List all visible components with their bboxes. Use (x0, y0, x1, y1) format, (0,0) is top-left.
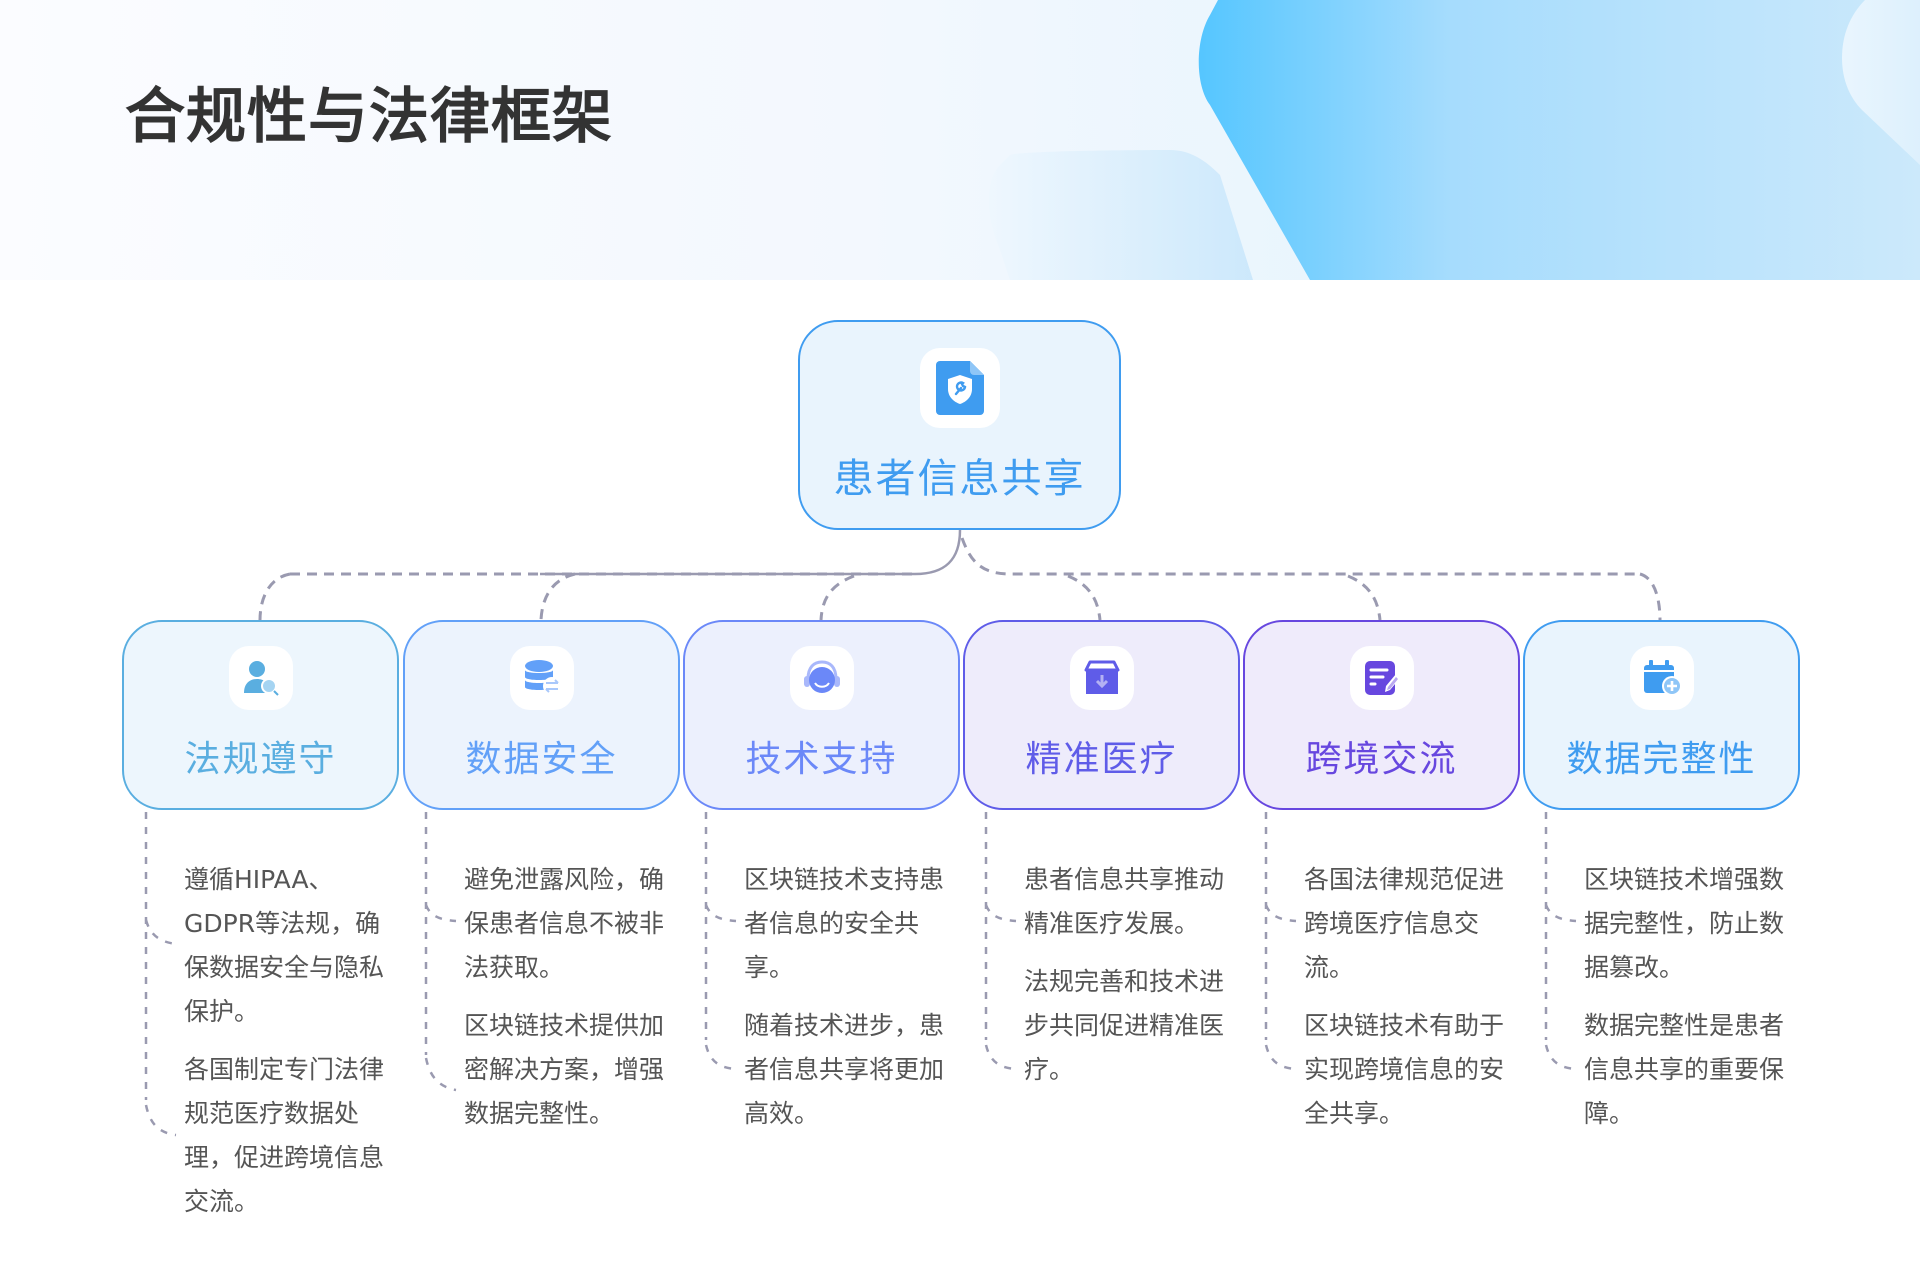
child-icon-box (509, 646, 574, 710)
description-precision-medicine: 患者信息共享推动精准医疗发展。 法规完善和技术进步共同促进精准医疗。 (1024, 858, 1239, 1106)
description-paragraph: 区块链技术提供加密解决方案，增强数据完整性。 (464, 1011, 665, 1128)
child-label: 精准医疗 (1025, 739, 1178, 780)
child-label: 数据完整性 (1566, 739, 1757, 780)
description-regulatory-compliance: 遵循HIPAA、GDPR等法规，确保数据安全与隐私保护。 各国制定专门法律规范医… (184, 858, 399, 1238)
description-paragraph: 法规完善和技术进步共同促进精准医疗。 (1024, 967, 1225, 1084)
decorative-background-shapes (988, 0, 1920, 280)
child-node-technical-support[interactable]: 技术支持 (683, 620, 960, 810)
child-label: 数据安全 (465, 739, 618, 780)
root-node[interactable]: 患者信息共享 (798, 320, 1121, 530)
page-title: 合规性与法律框架 (125, 82, 613, 152)
description-paragraph: 区块链技术有助于实现跨境信息的安全共享。 (1304, 1011, 1505, 1128)
description-paragraph: 随着技术进步，患者信息共享将更加高效。 (744, 1011, 945, 1128)
child-node-regulatory-compliance[interactable]: 法规遵守 (122, 620, 399, 810)
header-banner: 合规性与法律框架 (0, 0, 1920, 280)
description-paragraph: 各国制定专门法律规范医疗数据处理，促进跨境信息交流。 (184, 1055, 385, 1216)
description-cross-border-exchange: 各国法律规范促进跨境医疗信息交流。 区块链技术有助于实现跨境信息的安全共享。 (1304, 858, 1519, 1150)
child-node-cross-border-exchange[interactable]: 跨境交流 (1243, 620, 1520, 810)
description-paragraph: 区块链技术支持患者信息的安全共享。 (744, 865, 945, 982)
root-icon-box (919, 348, 1000, 428)
document-edit-icon (1364, 661, 1400, 695)
child-icon-box (228, 646, 293, 710)
description-paragraph: 区块链技术增强数据完整性，防止数据篡改。 (1584, 865, 1785, 982)
child-node-precision-medicine[interactable]: 精准医疗 (963, 620, 1240, 810)
database-sync-icon (524, 660, 561, 695)
child-node-data-integrity[interactable]: 数据完整性 (1523, 620, 1800, 810)
description-paragraph: 患者信息共享推动精准医疗发展。 (1024, 865, 1225, 938)
child-label: 跨境交流 (1305, 739, 1458, 780)
description-data-integrity: 区块链技术增强数据完整性，防止数据篡改。 数据完整性是患者信息共享的重要保障。 (1584, 858, 1799, 1150)
shield-document-icon (935, 361, 984, 415)
description-paragraph: 避免泄露风险，确保患者信息不被非法获取。 (464, 865, 665, 982)
child-node-data-security[interactable]: 数据安全 (403, 620, 680, 810)
child-icon-box (1069, 646, 1134, 710)
description-paragraph: 遵循HIPAA、GDPR等法规，确保数据安全与隐私保护。 (184, 865, 385, 1026)
description-technical-support: 区块链技术支持患者信息的安全共享。 随着技术进步，患者信息共享将更加高效。 (744, 858, 959, 1150)
archive-box-icon (1084, 660, 1119, 694)
description-data-security: 避免泄露风险，确保患者信息不被非法获取。 区块链技术提供加密解决方案，增强数据完… (464, 858, 679, 1150)
child-label: 法规遵守 (184, 739, 337, 780)
user-search-icon (243, 661, 279, 696)
child-icon-box (1349, 646, 1414, 710)
description-paragraph: 各国法律规范促进跨境医疗信息交流。 (1304, 865, 1505, 982)
headset-support-icon (803, 660, 840, 693)
calendar-add-icon (1643, 660, 1682, 696)
child-label: 技术支持 (745, 739, 898, 780)
child-icon-box (1629, 646, 1694, 710)
child-icon-box (789, 646, 854, 710)
root-label: 患者信息共享 (833, 456, 1086, 502)
description-paragraph: 数据完整性是患者信息共享的重要保障。 (1584, 1011, 1785, 1128)
